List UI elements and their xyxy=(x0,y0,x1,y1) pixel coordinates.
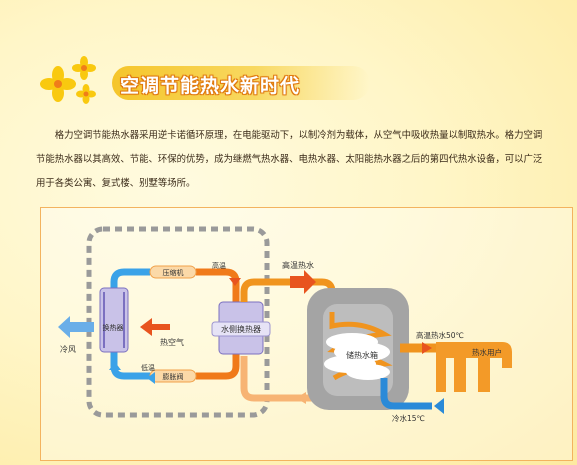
diagram-frame xyxy=(40,207,573,461)
hot-water-user-fixture xyxy=(436,342,512,392)
storage-tank-label: 储热水箱 xyxy=(346,350,378,360)
hot-water-label: 高温热水 xyxy=(282,260,314,270)
low-temp-label: 低温 xyxy=(141,363,155,372)
hot-air-arrow-icon xyxy=(140,318,170,336)
hot-water-pipe xyxy=(240,278,336,312)
compressor-label: 压缩机 xyxy=(163,268,184,277)
expansion-valve-label: 膨胀阀 xyxy=(163,372,184,381)
heat-exchanger-label: 换热器 xyxy=(103,323,124,332)
hot-water-arrow-icon xyxy=(290,270,316,294)
air-heat-exchanger xyxy=(99,287,129,353)
loop-arrow-icon xyxy=(147,372,155,384)
cold-wind-label: 冷风 xyxy=(60,344,76,354)
water-cloud xyxy=(324,333,390,380)
flower-logo-icon xyxy=(40,56,96,104)
intro-paragraph: 格力空调节能热水器采用逆卡诺循环原理，在电能驱动下，以制冷剂为载体，从空气中吸收… xyxy=(36,130,543,189)
hot-water-out-arrow-icon xyxy=(422,342,432,354)
page-title: 空调节能热水新时代 xyxy=(120,75,301,97)
compressor xyxy=(149,265,197,279)
hot-air-label: 热空气 xyxy=(160,337,184,347)
return-water-arrow-icon xyxy=(296,392,306,404)
loop-arrow-icon xyxy=(229,278,241,286)
loop-arrow-icon xyxy=(109,362,121,370)
cold-wind-arrow-icon xyxy=(58,316,94,338)
cold-water-pipe xyxy=(380,378,432,410)
hot-water-50-label: 高温热水50℃ xyxy=(416,330,464,340)
high-temp-label: 高温 xyxy=(212,261,226,270)
hot-water-user-label: 热水用户 xyxy=(472,347,502,357)
water-side-exchanger-label: 水侧换热器 xyxy=(221,324,261,334)
title-band xyxy=(112,66,370,100)
cold-water-arrow-icon xyxy=(434,398,444,414)
cold-water-15-label: 冷水15℃ xyxy=(392,413,425,423)
